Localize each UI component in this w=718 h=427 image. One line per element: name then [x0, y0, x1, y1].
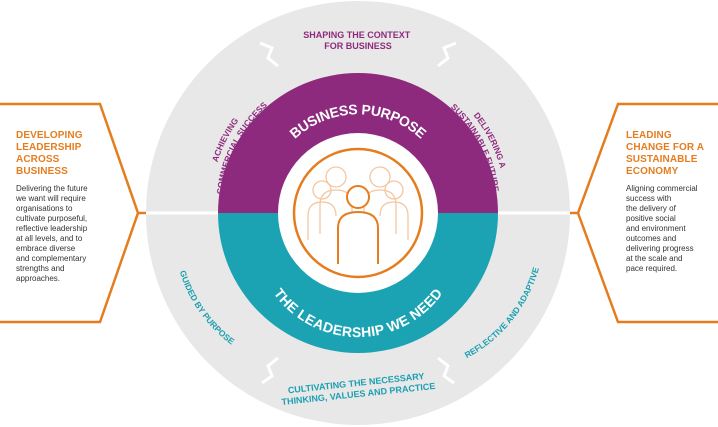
left-panel-body: Delivering the future we want will requi… — [16, 184, 88, 283]
right-chevron-bracket — [576, 102, 718, 324]
people-group-icon — [307, 166, 409, 264]
business-purpose-band — [218, 73, 498, 213]
ring-dividers — [146, 41, 570, 385]
left-chevron-bracket — [0, 102, 140, 324]
right-panel-heading: LEADING CHANGE FOR A SUSTAINABLE ECONOMY — [626, 130, 705, 177]
left-panel: DEVELOPING LEADERSHIP ACROSS BUSINESS De… — [16, 130, 134, 284]
right-panel: LEADING CHANGE FOR A SUSTAINABLE ECONOMY… — [626, 130, 716, 274]
left-panel-heading: DEVELOPING LEADERSHIP ACROSS BUSINESS — [16, 130, 83, 177]
right-panel-body: Aligning commercial success with the del… — [626, 184, 698, 273]
leadership-band — [218, 213, 498, 353]
ring-label-top: SHAPING THE CONTEXT FOR BUSINESS — [303, 30, 413, 51]
